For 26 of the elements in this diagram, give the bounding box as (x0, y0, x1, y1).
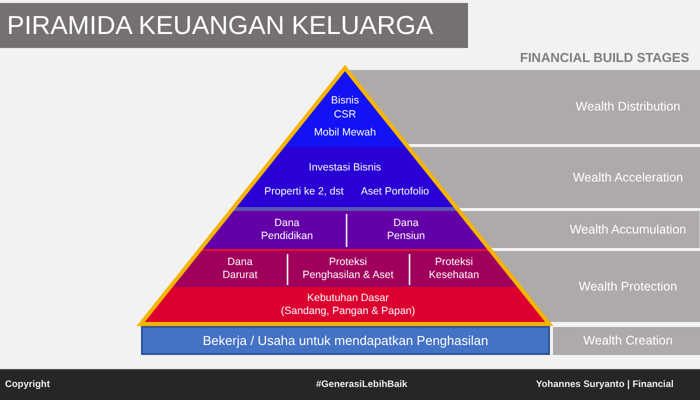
tier-label: Dana Pensiun (387, 217, 425, 243)
author-credit: Yohannes Suryanto | Financial (536, 379, 674, 391)
foundation-bar: Bekerja / Usaha untuk mendapatkan Penghasilan (141, 326, 550, 355)
column-heading: FINANCIAL BUILD STAGES (520, 50, 690, 66)
title-banner: PIRAMIDA KEUANGAN KELUARGA (0, 3, 468, 48)
pyramid-tier (199, 211, 491, 251)
pyramid-tier (170, 251, 520, 287)
tier-label: Dana Darurat (222, 256, 258, 282)
stage-label: Wealth Creation (583, 334, 673, 348)
tier-label: Proteksi Penghasilan & Aset (302, 256, 394, 282)
tier-label: Properti ke 2, dst (264, 186, 344, 198)
stage-label: Wealth Distribution (576, 100, 680, 114)
stage-label: Wealth Protection (578, 279, 678, 294)
hashtag-text: #GenerasiLebihBaik (316, 379, 408, 391)
tier-label: Investasi Bisnis (308, 162, 382, 174)
stage-label: Wealth Acceleration (572, 170, 684, 185)
copyright-text: Copyright (5, 379, 50, 391)
tier-label: Bisnis (330, 94, 359, 108)
stage-label: Wealth Accumulation (570, 222, 686, 237)
tier-label: Proteksi Kesehatan (428, 256, 480, 282)
tier-label: Kebutuhan Dasar (Sandang, Pangan & Papan) (280, 292, 416, 318)
tier-label: Mobil Mewah (314, 126, 376, 140)
tier-label: Aset Portofolio (360, 186, 430, 198)
stage-band (553, 327, 700, 355)
tier-label: Dana Pendidikan (261, 217, 313, 243)
tier-label: CSR (334, 108, 356, 122)
